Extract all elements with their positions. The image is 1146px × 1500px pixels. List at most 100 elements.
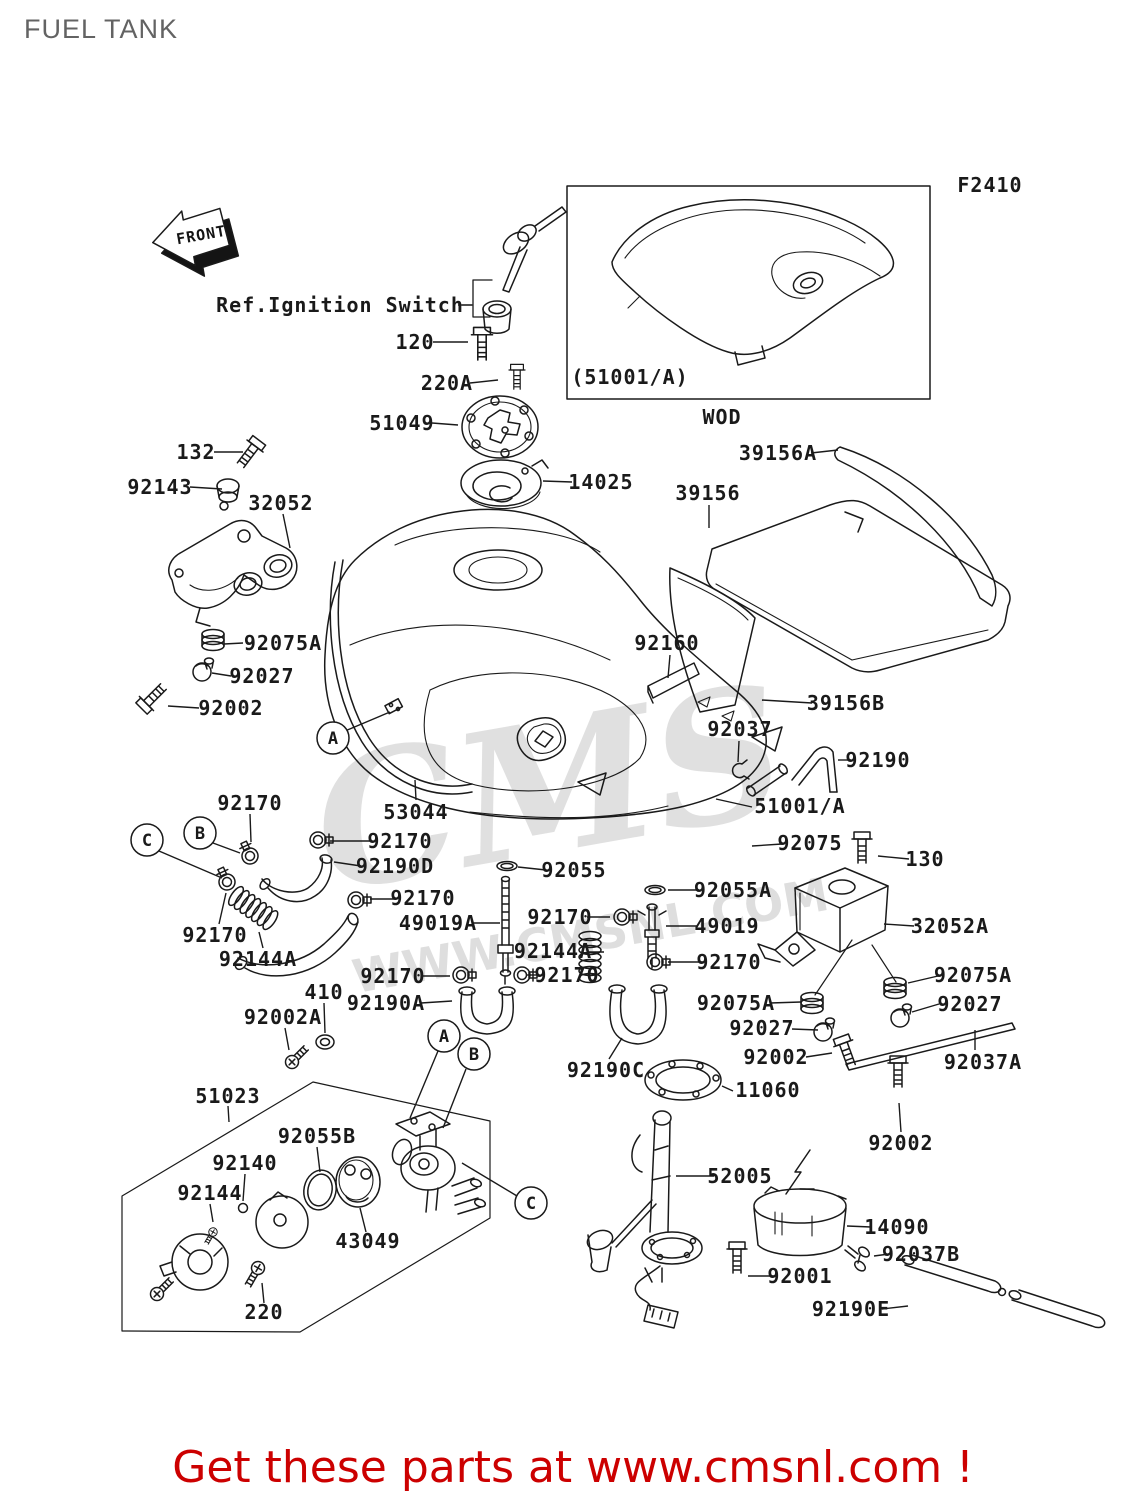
callout-letter: B bbox=[469, 1045, 479, 1065]
sender-art bbox=[586, 1059, 1106, 1329]
part-label: (51001/A) bbox=[571, 365, 688, 389]
leader-line bbox=[791, 1028, 819, 1031]
part-label: 132 bbox=[176, 440, 215, 464]
callout-circle bbox=[514, 1186, 548, 1220]
part-label: 11060 bbox=[735, 1078, 800, 1102]
part-label: 92002A bbox=[244, 1005, 322, 1029]
part-label: WOD bbox=[702, 405, 741, 429]
leader-line bbox=[323, 1002, 326, 1034]
part-label: 92144A bbox=[514, 939, 592, 963]
leader-line bbox=[249, 813, 252, 843]
leader-line bbox=[167, 705, 200, 709]
part-label: 92160 bbox=[634, 631, 699, 655]
leader-line bbox=[212, 842, 241, 854]
hoses-art bbox=[234, 854, 668, 1045]
tank-trim-art bbox=[329, 559, 473, 795]
part-label: 120 bbox=[395, 330, 434, 354]
leader-line bbox=[881, 1305, 909, 1310]
part-label: 92170 bbox=[527, 905, 592, 929]
fuel-tank-art bbox=[323, 508, 783, 820]
part-label: 92075A bbox=[244, 631, 322, 655]
part-label: 92170 bbox=[534, 963, 599, 987]
leader-line bbox=[877, 855, 910, 860]
gas-cap-art bbox=[461, 395, 539, 459]
leader-line bbox=[442, 1068, 467, 1129]
part-label: 49019 bbox=[694, 914, 759, 938]
part-label: 92027 bbox=[229, 664, 294, 688]
part-label: 92075 bbox=[777, 831, 842, 855]
part-label: 39156B bbox=[807, 691, 885, 715]
leader-line bbox=[284, 1027, 290, 1051]
callout-letter: A bbox=[328, 729, 338, 749]
leader-line bbox=[158, 850, 223, 879]
part-label: 92170 bbox=[182, 923, 247, 947]
leader-line bbox=[846, 1225, 872, 1228]
leader-line bbox=[517, 866, 547, 871]
part-label: 92055 bbox=[541, 858, 606, 882]
leader-line bbox=[282, 513, 291, 549]
front-arrow: FRONT bbox=[152, 207, 240, 277]
leader-line bbox=[409, 1050, 439, 1119]
part-label: 14025 bbox=[568, 470, 633, 494]
part-label: 92001 bbox=[767, 1264, 832, 1288]
part-label: 52005 bbox=[707, 1164, 772, 1188]
callout-circle bbox=[457, 1037, 491, 1071]
part-label: 130 bbox=[905, 847, 944, 871]
part-label: 51001/A bbox=[754, 794, 845, 818]
leader-line bbox=[469, 379, 499, 384]
part-label: 92075A bbox=[697, 991, 775, 1015]
part-label: 92002 bbox=[868, 1131, 933, 1155]
part-label: 92002 bbox=[743, 1045, 808, 1069]
part-label: 92002 bbox=[198, 696, 263, 720]
leader-line bbox=[218, 892, 227, 925]
part-label: 92027 bbox=[729, 1016, 794, 1040]
leader-line bbox=[223, 642, 244, 645]
part-label: 92055B bbox=[278, 1124, 356, 1148]
leader-line bbox=[761, 699, 813, 704]
damper-sheets-art bbox=[647, 446, 1011, 713]
part-label: 49019A bbox=[399, 911, 477, 935]
part-label: 92037A bbox=[944, 1050, 1022, 1074]
callout-letter: A bbox=[439, 1027, 449, 1047]
leader-line bbox=[431, 422, 459, 426]
part-label: 53044 bbox=[383, 800, 448, 824]
part-label: 92190D bbox=[356, 854, 434, 878]
part-label: 92055A bbox=[694, 878, 772, 902]
leader-line bbox=[883, 923, 915, 927]
leader-line bbox=[911, 1003, 940, 1013]
leader-line bbox=[873, 1253, 890, 1257]
petcock-art bbox=[121, 1081, 491, 1333]
leader-line bbox=[211, 672, 232, 677]
part-label: 92170 bbox=[696, 950, 761, 974]
leader-line bbox=[715, 798, 753, 808]
part-label: 43049 bbox=[335, 1229, 400, 1253]
callout-circle bbox=[130, 823, 164, 857]
leader-line bbox=[261, 1282, 265, 1304]
part-label: 32052A bbox=[911, 914, 989, 938]
inset-box bbox=[566, 185, 931, 400]
left-bracket-art bbox=[168, 519, 298, 627]
right-bracket-art bbox=[757, 867, 1016, 1071]
callout-letter: B bbox=[195, 824, 205, 844]
part-label: 39156A bbox=[739, 441, 817, 465]
leader-line bbox=[810, 449, 839, 454]
part-label: 92140 bbox=[212, 1151, 277, 1175]
leader-line bbox=[751, 843, 783, 847]
part-label: 92144A bbox=[219, 947, 297, 971]
part-label: 410 bbox=[304, 980, 343, 1004]
part-label: 51049 bbox=[369, 411, 434, 435]
leader-line bbox=[333, 861, 362, 867]
callout-letter: C bbox=[526, 1194, 536, 1214]
leader-line bbox=[667, 654, 671, 679]
part-label: 92075A bbox=[934, 963, 1012, 987]
part-label: 92144 bbox=[177, 1181, 242, 1205]
leader-line bbox=[189, 486, 223, 490]
leader-line bbox=[209, 1203, 214, 1223]
filler-ring-art bbox=[460, 459, 549, 510]
promo-banner: Get these parts at www.cmsnl.com ! bbox=[172, 1442, 974, 1493]
part-label: 92027 bbox=[937, 992, 1002, 1016]
ignition-key-art bbox=[461, 206, 567, 335]
leader-line bbox=[420, 1000, 453, 1004]
part-label: Ref.Ignition Switch bbox=[216, 293, 464, 317]
leader-line bbox=[344, 711, 391, 732]
